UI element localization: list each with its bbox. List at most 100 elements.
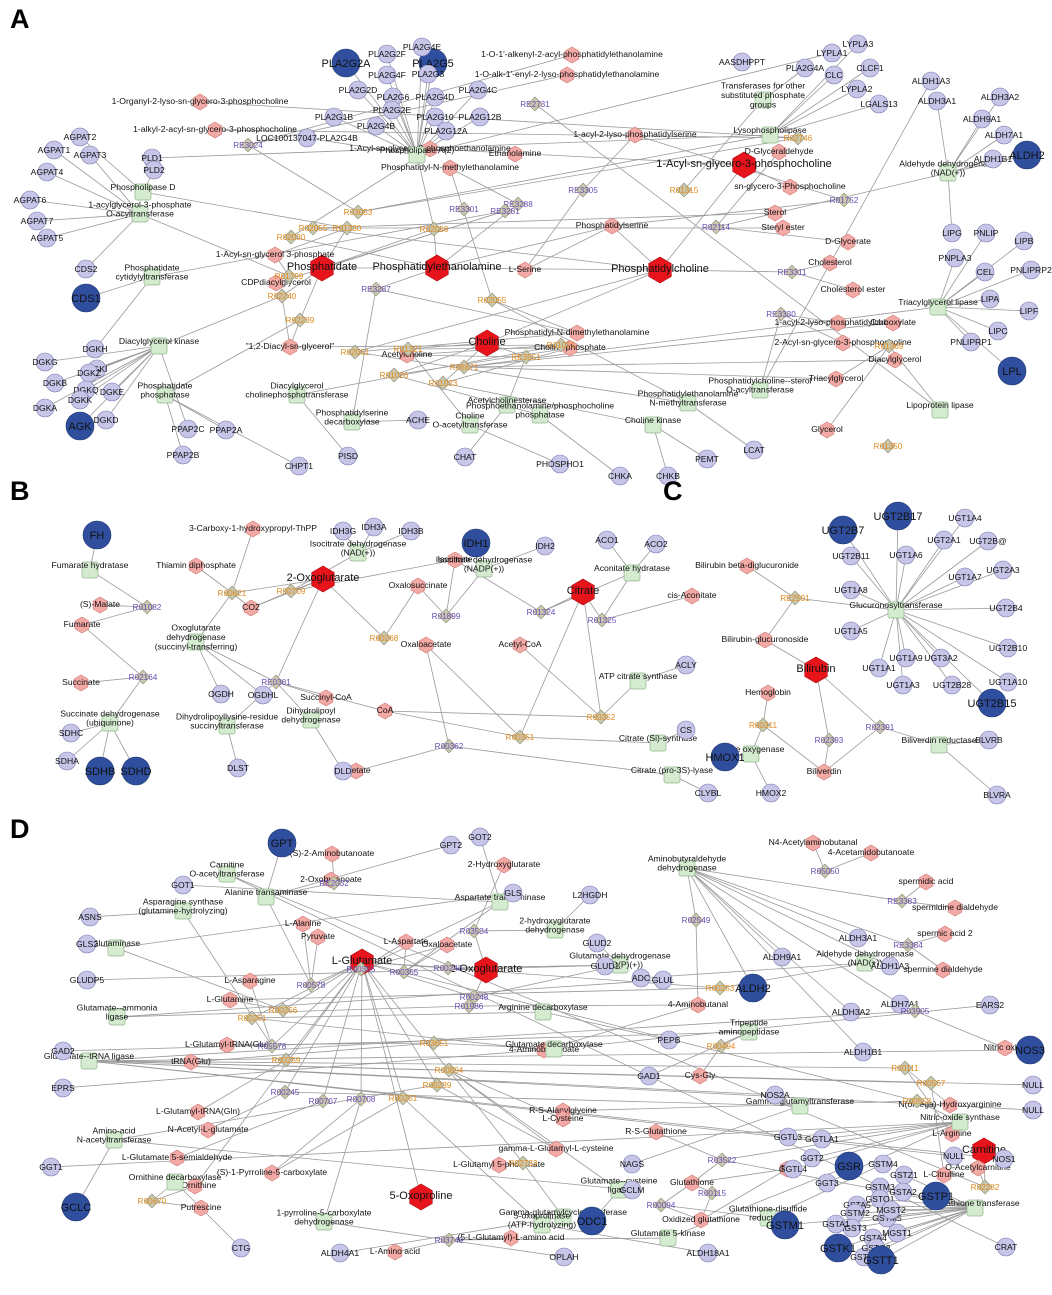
met-node-5-oxoproline[interactable]: 5-Oxoproline bbox=[390, 1183, 453, 1211]
gene-node-aldh18a1[interactable]: ALDH18A1 bbox=[687, 1243, 730, 1263]
rxn-node-r00253[interactable]: R00253 bbox=[706, 980, 735, 996]
gene-node-chat[interactable]: CHAT bbox=[454, 447, 478, 467]
met-node-5-l-glutamyl-l-amino-acid[interactable]: (5-L-Glutamyl)-L-amino acid bbox=[458, 1229, 565, 1247]
met-node-coa[interactable]: CoA bbox=[377, 702, 394, 720]
rxn-node-r01369[interactable]: R01369 bbox=[875, 338, 904, 354]
met-node-l-citrulline[interactable]: L-Citrulline bbox=[923, 1166, 965, 1184]
gene-node-pnlip[interactable]: PNLIP bbox=[974, 223, 999, 243]
gene-node-gpt[interactable]: GPT bbox=[267, 828, 297, 858]
rxn-node-r02733[interactable]: R02733 bbox=[509, 1155, 538, 1171]
rxn-node-r02030[interactable]: R02030 bbox=[277, 229, 306, 245]
rxn-node-r02239[interactable]: R02239 bbox=[286, 312, 315, 328]
gene-node-agpat2[interactable]: AGPAT2 bbox=[64, 127, 97, 147]
enz-node-arginine-decarboxylase[interactable]: Arginine decarboxylase bbox=[498, 1002, 588, 1021]
met-node-o-acetylcarnitine[interactable]: O-Acetylcarnitine bbox=[945, 1159, 1011, 1177]
rxn-node-r02055[interactable]: R02055 bbox=[478, 292, 507, 308]
gene-node-agpat7[interactable]: AGPAT7 bbox=[21, 211, 54, 231]
rxn-node-r00268[interactable]: R00268 bbox=[370, 630, 399, 646]
enz-node-succinate-dehydrogenase-ubiquinone[interactable]: Succinate dehydrogenase(ubiquinone) bbox=[60, 708, 160, 732]
gene-node-gsta2[interactable]: GSTA2 bbox=[889, 1182, 917, 1202]
gene-node-ugt2b11[interactable]: UGT2B11 bbox=[832, 546, 870, 566]
enz-node-glutamate-5-kinase[interactable]: Glutamate 5-kinase bbox=[631, 1228, 706, 1247]
rxn-node-r01325[interactable]: R01325 bbox=[588, 612, 617, 628]
gene-node-pla2g4d[interactable]: PLA2G4D bbox=[416, 87, 455, 107]
gene-node-ugt1a7[interactable]: UGT1A7 bbox=[948, 567, 982, 587]
gene-node-dgkk[interactable]: DGKK bbox=[68, 390, 93, 410]
gene-node-cds1[interactable]: CDS1 bbox=[71, 283, 101, 313]
enz-node-glutamate-decarboxylase[interactable]: Glutamate decarboxylase bbox=[505, 1039, 603, 1058]
met-node-spermidic-acid[interactable]: spermidic acid bbox=[899, 873, 954, 891]
gene-node-null[interactable]: NULL bbox=[943, 1146, 965, 1166]
rxn-node-r03534[interactable]: R03534 bbox=[460, 923, 489, 939]
rxn-node-re3330[interactable]: RE3330 bbox=[766, 306, 796, 322]
met-node-succinate[interactable]: Succinate bbox=[62, 674, 100, 692]
met-node-2-oxoglutarate[interactable]: 2-Oxoglutarate bbox=[450, 956, 523, 984]
rxn-node-r00670[interactable]: R00670 bbox=[138, 1193, 167, 1209]
gene-node-dgke[interactable]: DGKE bbox=[100, 382, 125, 402]
met-node-fumarate[interactable]: Fumarate bbox=[64, 616, 101, 634]
rxn-node-r00558[interactable]: R00558 bbox=[903, 1093, 932, 1109]
met-node-1-acyl-sn-glycerol-3-phosphate[interactable]: 1-Acyl-sn-glycerol 3-phosphate bbox=[216, 246, 335, 264]
met-node-bilirubin[interactable]: Bilirubin bbox=[796, 656, 836, 684]
gene-node-aldh7a1[interactable]: ALDH7A1 bbox=[881, 994, 919, 1014]
gene-node-pemt[interactable]: PEMT bbox=[695, 449, 720, 469]
gene-node-glud1[interactable]: GLUD1 bbox=[591, 956, 620, 976]
gene-node-aldh3a1[interactable]: ALDH3A1 bbox=[918, 91, 956, 111]
enz-node-asparagine-synthase-glutamine-hydrolyzing[interactable]: Asparagine synthase(glutamine-hydrolyzin… bbox=[138, 896, 228, 920]
rxn-node-re3383[interactable]: RE3383 bbox=[887, 893, 917, 909]
gene-node-ggt3[interactable]: GGT3 bbox=[815, 1173, 839, 1193]
met-node-d-glyceraldehyde[interactable]: D-Glyceraldehyde bbox=[745, 143, 814, 161]
gene-node-aco1[interactable]: ACO1 bbox=[595, 530, 619, 550]
met-node-1-acyl-sn-glycero-3-phosphocholine[interactable]: 1-Acyl-sn-glycero-3-phosphocholine bbox=[656, 151, 832, 179]
gene-node-ppap2a[interactable]: PPAP2A bbox=[210, 420, 243, 440]
rxn-node-r00251[interactable]: R00251 bbox=[389, 1090, 418, 1106]
met-node-oxaloacetate[interactable]: Oxaloacetate bbox=[401, 636, 452, 654]
rxn-node-r00256[interactable]: R00256 bbox=[269, 1002, 298, 1018]
enz-node-isocitrate-dehydrogenase-nad[interactable]: Isocitrate dehydrogenase(NAD(+)) bbox=[310, 538, 407, 562]
met-node-phosphatidylethanolamine[interactable]: Phosphatidylethanolamine bbox=[372, 254, 502, 282]
gene-node-gstp1[interactable]: GSTP1 bbox=[918, 1181, 954, 1211]
gene-node-aldh7a1[interactable]: ALDH7A1 bbox=[985, 125, 1023, 145]
rxn-node-r00261[interactable]: R00261 bbox=[238, 1010, 267, 1026]
gene-node-ugt2b10[interactable]: UGT2B10 bbox=[989, 638, 1027, 658]
gene-node-aldh1a3[interactable]: ALDH1A3 bbox=[871, 956, 909, 976]
met-node-nitric-oxide[interactable]: Nitric oxide bbox=[984, 1039, 1027, 1057]
gene-node-ggtla1[interactable]: GGTLA1 bbox=[805, 1129, 839, 1149]
enz-node-biliverdin-reductase[interactable]: Biliverdin reductase bbox=[902, 735, 977, 754]
gene-node-lipa[interactable]: LIPA bbox=[980, 289, 1000, 309]
gene-node-ogdhl[interactable]: OGDHL bbox=[248, 685, 279, 705]
rxn-node-r02393[interactable]: R02393 bbox=[815, 732, 844, 748]
enz-node-phospholipase-d[interactable]: Phospholipase D bbox=[111, 182, 176, 201]
rxn-node-r01315[interactable]: R01315 bbox=[670, 182, 699, 198]
met-node-l-aspartate[interactable]: L-Aspartate bbox=[384, 933, 429, 951]
met-node-spermidine-dialdehyde[interactable]: spermidine dialdehyde bbox=[912, 899, 998, 917]
gene-node-fh[interactable]: FH bbox=[82, 520, 112, 550]
rxn-node-re3311[interactable]: RE3311 bbox=[778, 264, 807, 280]
gene-node-agpat6[interactable]: AGPAT6 bbox=[14, 190, 47, 210]
gene-node-pla2g12a[interactable]: PLA2G12A bbox=[425, 121, 468, 141]
gene-node-aldh1b1[interactable]: ALDH1B1 bbox=[844, 1042, 882, 1062]
rxn-node-re2032[interactable]: RE2032 bbox=[319, 875, 349, 891]
gene-node-pla2g12b[interactable]: PLA2G12B bbox=[459, 107, 502, 127]
met-node-biliverdin[interactable]: Biliverdin bbox=[807, 763, 842, 781]
gene-node-lipc[interactable]: LIPC bbox=[988, 321, 1008, 341]
gene-node-sdha[interactable]: SDHA bbox=[55, 751, 79, 771]
met-node-spermine-dialdehyde[interactable]: spermine dialdehyde bbox=[903, 961, 983, 979]
met-node-1-organyl-2-lyso-sn-glycero-3-phosphocholine[interactable]: 1-Organyl-2-lyso-sn-glycero-3-phosphocho… bbox=[112, 93, 289, 111]
enz-node-fumarate-hydratase[interactable]: Fumarate hydratase bbox=[52, 560, 129, 579]
enz-node-glutamate-trna-ligase[interactable]: Glutamate--tRNA ligase bbox=[44, 1051, 134, 1070]
met-node-citrate[interactable]: Citrate bbox=[567, 578, 599, 606]
gene-node-dgkh[interactable]: DGKH bbox=[83, 339, 108, 359]
rxn-node-r02056[interactable]: R02056 bbox=[420, 221, 449, 237]
met-node-n-omega-hydroxyarginine[interactable]: N(omega)-Hydroxyarginine bbox=[898, 1096, 1002, 1114]
met-node-spermic-acid-2[interactable]: spermic acid 2 bbox=[917, 925, 973, 943]
rxn-node-re3301[interactable]: RE3301 bbox=[449, 201, 479, 217]
gene-node-ugt3a2[interactable]: UGT3A2 bbox=[924, 648, 958, 668]
met-node-glutathione[interactable]: Glutathione bbox=[670, 1174, 714, 1192]
